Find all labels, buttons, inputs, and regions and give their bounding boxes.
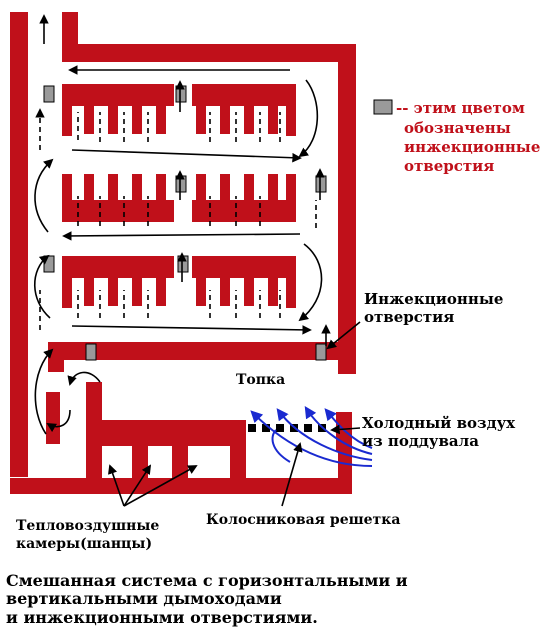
brickwork — [10, 12, 356, 494]
injection-label-1: Инжекционные — [364, 290, 503, 308]
caption-line-3: и инжекционными отверстиями. — [6, 608, 318, 627]
injection-hole — [43, 85, 55, 103]
firebox-label: Топка — [236, 372, 285, 388]
injection-hole — [177, 255, 189, 273]
baffle-row-1 — [62, 84, 296, 136]
cold-air-label-2: из поддувала — [362, 432, 479, 450]
firebox-floor — [86, 420, 246, 446]
lower-channel-wall — [46, 392, 60, 444]
firebox-ceiling — [48, 342, 338, 360]
legend-line-1: -- этим цветом — [396, 99, 525, 117]
injection-hole — [85, 343, 97, 361]
legend-swatch — [373, 99, 393, 115]
injection-label-2: отверстия — [364, 308, 454, 326]
bottom-wall — [10, 478, 352, 494]
labels: Инжекционные отверстия Топка Холодный во… — [16, 290, 516, 552]
cold-air-label-1: Холодный воздух — [362, 414, 516, 432]
caption-line-1: Смешанная система с горизонтальными и — [6, 571, 408, 590]
legend: -- этим цветом обозначены инжекционные о… — [373, 99, 540, 175]
cold-air-arrows — [250, 405, 373, 467]
gas-flow-arrows — [34, 14, 331, 435]
chamber-post — [172, 446, 188, 478]
outer-left-wall — [10, 12, 28, 477]
firebox-left-stub — [48, 342, 64, 372]
caption-line-2: вертикальными дымоходами — [6, 589, 282, 608]
legend-line-3: инжекционные — [404, 138, 540, 156]
grate — [248, 424, 326, 432]
chamber-post — [230, 446, 246, 478]
right-wall — [338, 44, 356, 374]
leader-lines — [108, 321, 361, 507]
top-wall — [62, 44, 356, 62]
caption: Смешанная система с горизонтальными и ве… — [6, 571, 408, 627]
injection-hole — [175, 85, 187, 103]
legend-line-2: обозначены — [404, 119, 511, 137]
legend-line-4: отверстия — [404, 157, 494, 175]
injection-hole — [175, 175, 187, 193]
chambers-label-2: камеры(шанцы) — [16, 536, 152, 552]
chambers-label-1: Тепловоздушные — [16, 518, 159, 534]
baffle-row-2 — [62, 174, 296, 222]
ashpit-right-block — [336, 412, 352, 452]
injection-hole — [315, 343, 327, 361]
baffle-row-3 — [62, 256, 296, 308]
injection-hole — [315, 175, 327, 193]
grate-label: Колосниковая решетка — [206, 512, 400, 528]
injected-air-arrows — [35, 108, 317, 330]
